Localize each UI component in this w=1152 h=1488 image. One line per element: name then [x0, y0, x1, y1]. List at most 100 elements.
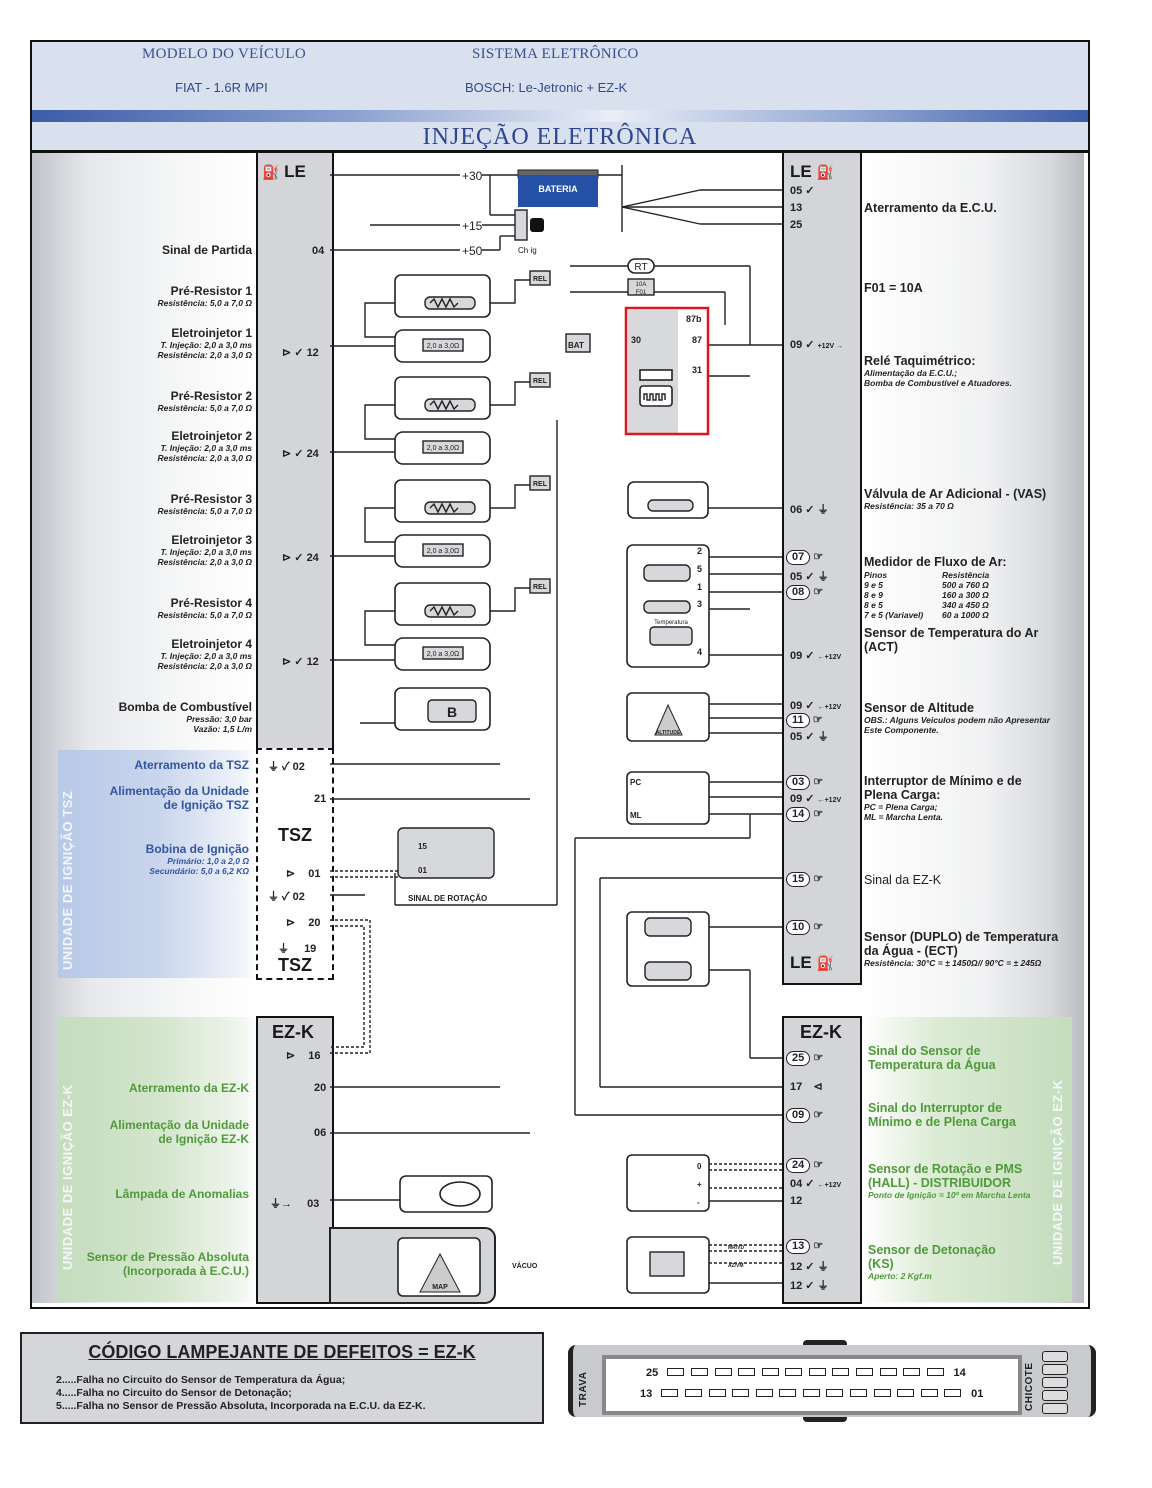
pin-ezk-09[interactable]: 09 ☞: [786, 1108, 823, 1123]
ground-icon: ⏚: [817, 1280, 829, 1292]
label-bobina-ignicao: Bobina de Ignição Primário: 1,0 a 2,0 Ω …: [60, 842, 249, 876]
pin-number: 08: [786, 585, 811, 600]
ground-icon: ⏚ ✓: [268, 891, 290, 903]
label-f01: F01 = 10A: [864, 281, 923, 295]
pin-le-12a: ⊳ ✓ 12: [282, 346, 319, 359]
component-detail: Pressão: 3,0 bar: [186, 714, 252, 724]
connector-pin-slot: [897, 1389, 915, 1397]
ks-wire1-label: MR/VD: [728, 1245, 745, 1251]
pin-le-03[interactable]: 03 ☞: [786, 775, 823, 790]
connector-pin-slot: [926, 1368, 944, 1376]
pin-le-11[interactable]: 11 ☞: [786, 713, 823, 728]
rel-connector: [529, 270, 551, 286]
trava-label: TRAVA: [578, 1371, 589, 1407]
component-title: Sensor (DUPLO) de Temperatura: [864, 930, 1059, 944]
connector-tab-top: [803, 1340, 847, 1345]
ect-element-1: [644, 917, 692, 937]
injector-resistance-label: 2,0 a 3,0Ω: [427, 343, 459, 350]
relay-pin-31: 31: [692, 365, 702, 375]
rel-connector: [529, 475, 551, 491]
label-pre-resistor-2: Pré-Resistor 2 Resistência: 5,0 a 7,0 Ω: [40, 389, 252, 413]
pin-number: 09: [790, 339, 803, 351]
pin-le-10[interactable]: 10 ☞: [786, 920, 823, 935]
component-title-line2: (KS): [868, 1257, 894, 1271]
ignition-switch-label: Ch ig: [518, 246, 537, 255]
ignition-coil: [397, 827, 495, 879]
label-alimentacao-ezk-1: Alimentação da Unidade: [109, 1118, 249, 1132]
harness-clip: [1042, 1351, 1068, 1414]
hall-pin-plus: +: [697, 1180, 702, 1189]
injector-resistance-box: [422, 543, 464, 557]
label-plus15: +15: [462, 219, 483, 233]
pin-number: 14: [786, 807, 811, 822]
ignition-key-icon: [530, 218, 544, 232]
fuse-amp-label: 10A: [636, 282, 647, 288]
pre-resistor-3: [394, 479, 491, 523]
signal-in-icon: ⊲: [813, 1081, 823, 1093]
le-text: LE: [790, 162, 812, 181]
pin-number: 02: [292, 891, 305, 903]
pin-le-14[interactable]: 14 ☞: [786, 807, 823, 822]
connector-pin-slot: [826, 1389, 844, 1397]
hall-pin-minus: -: [697, 1198, 700, 1207]
tach-relay: 30 87b 87 31: [624, 306, 710, 436]
component-title: Sinal do Interruptor de: [868, 1101, 1003, 1115]
pin-le-15[interactable]: 15 ☞: [786, 872, 823, 887]
wire-relay-to-resistor: [490, 279, 540, 304]
label-pre-resistor-1: Pré-Resistor 1 Resistência: 5,0 a 7,0 Ω: [40, 284, 252, 308]
connector-face: 25 14 13 01: [602, 1355, 1022, 1415]
pump-motor: [427, 699, 477, 723]
hand-pointer-icon: ☞: [813, 776, 824, 788]
pin-ezk-13[interactable]: 13 ☞: [786, 1239, 823, 1254]
component-detail: ML = Marcha Lenta.: [864, 812, 943, 822]
table-header: Resistência: [942, 570, 990, 580]
component-title-line2: Mínimo e de Plena Carga: [868, 1115, 1016, 1129]
signal-icon: ⊳: [286, 1050, 296, 1062]
pin-number: 09: [790, 793, 803, 805]
pin-le-07[interactable]: 07 ☞: [786, 550, 823, 565]
ground-icon: ⏚: [817, 1261, 829, 1273]
header-band: [32, 110, 1088, 122]
wire-resistor-injector: [364, 302, 395, 338]
vacuum-label: VÁCUO: [512, 1261, 538, 1270]
label-eletroinjetor-2: Eletroinjetor 2 T. Injeção: 2,0 a 3,0 ms…: [40, 429, 252, 463]
label-interruptor: Interruptor de Mínimo e de Plena Carga: …: [864, 774, 1022, 822]
supply-12v: ←+12V: [817, 797, 842, 804]
connector-pin-slot: [708, 1389, 726, 1397]
pin-ezk-25[interactable]: 25 ☞: [786, 1051, 823, 1066]
table-cell: 8 e 9: [864, 590, 883, 600]
hand-pointer-icon: ☞: [813, 921, 824, 933]
le-text: LE: [284, 162, 306, 181]
ground-icon: ⏚ ✓: [268, 761, 290, 773]
component-title: Eletroinjetor 4: [171, 637, 252, 651]
signal-icon: ⊳ ✓: [282, 656, 304, 668]
ml-label: ML: [630, 811, 642, 820]
maf-pin-1: 1: [697, 582, 702, 592]
pin-ezk-17: 17 ⊲: [790, 1080, 823, 1093]
label-ezk-temp-signal: Sinal do Sensor de Temperatura da Água: [868, 1044, 996, 1072]
label-eletroinjetor-4: Eletroinjetor 4 T. Injeção: 2,0 a 3,0 ms…: [40, 637, 252, 671]
wire-relay-to-resistor: [490, 587, 540, 612]
pin-slots-bottom: [661, 1388, 968, 1400]
injector-resistance-label: 2,0 a 3,0Ω: [427, 651, 459, 658]
supply-12v: +12V →: [817, 343, 844, 350]
fault-codes-title: CÓDIGO LAMPEJANTE DE DEFEITOS = EZ-K: [88, 1342, 476, 1362]
hand-pointer-icon: ☞: [813, 551, 824, 563]
hall-pin-0: 0: [697, 1162, 702, 1171]
pump-label: B: [447, 704, 457, 720]
component-detail: Aperto: 2 Kgf.m: [868, 1271, 932, 1281]
pin-le-09-alt: 09 ✓ ←+12V: [790, 700, 842, 712]
maf-temperature-label: Temperatura: [654, 620, 688, 626]
pin-ezk-24[interactable]: 24 ☞: [786, 1158, 823, 1173]
ect-element-2: [644, 961, 692, 981]
pin-ezk-20: 20: [314, 1082, 327, 1094]
component-title-line2: da Água - (ECT): [864, 944, 958, 958]
connector-pin-slot: [832, 1368, 850, 1376]
pin-le-04: 04: [312, 245, 325, 257]
pin-le-08[interactable]: 08 ☞: [786, 585, 823, 600]
relay-pin-87b: 87b: [686, 314, 702, 324]
ground-icon: ⏚: [278, 943, 289, 955]
label-sensor-altitude: Sensor de Altitude OBS.: Alguns Veiculos…: [864, 701, 1050, 735]
component-detail: Resistência: 35 a 70 Ω: [864, 501, 954, 511]
